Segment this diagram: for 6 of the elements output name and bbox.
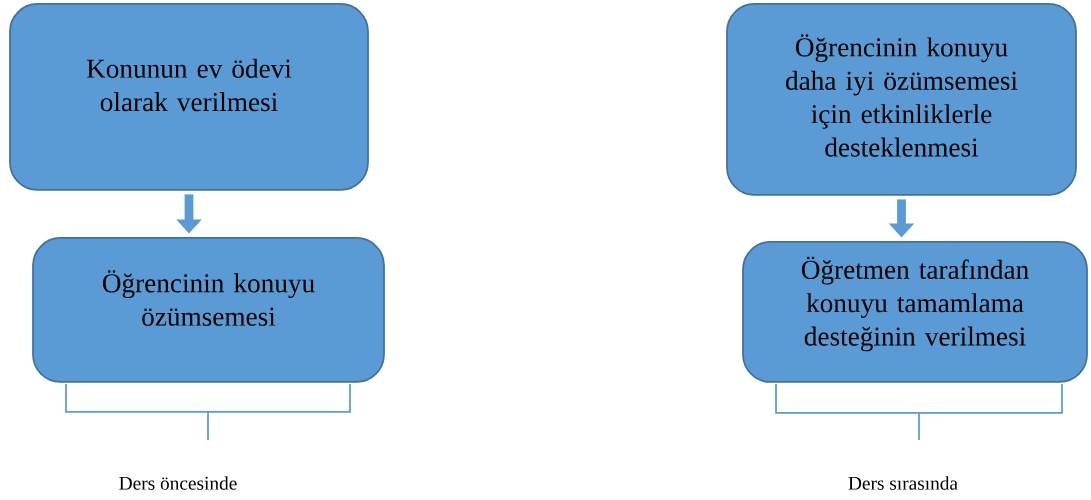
process-box: Öğrencinin konuyu daha iyi özümsemesi için etkinliklerle desteklenmesi bbox=[726, 3, 1077, 196]
process-box: Öğrencinin konuyu özümsemesi bbox=[32, 237, 385, 383]
section-label: Ders öncesinde bbox=[119, 476, 237, 490]
process-box: Konunun ev ödevi olarak verilmesi bbox=[9, 3, 369, 191]
process-box: Öğretmen tarafından konuyu tamamlama desteğinin verilmesi bbox=[742, 241, 1088, 383]
section-label: Ders sırasında bbox=[848, 476, 958, 490]
